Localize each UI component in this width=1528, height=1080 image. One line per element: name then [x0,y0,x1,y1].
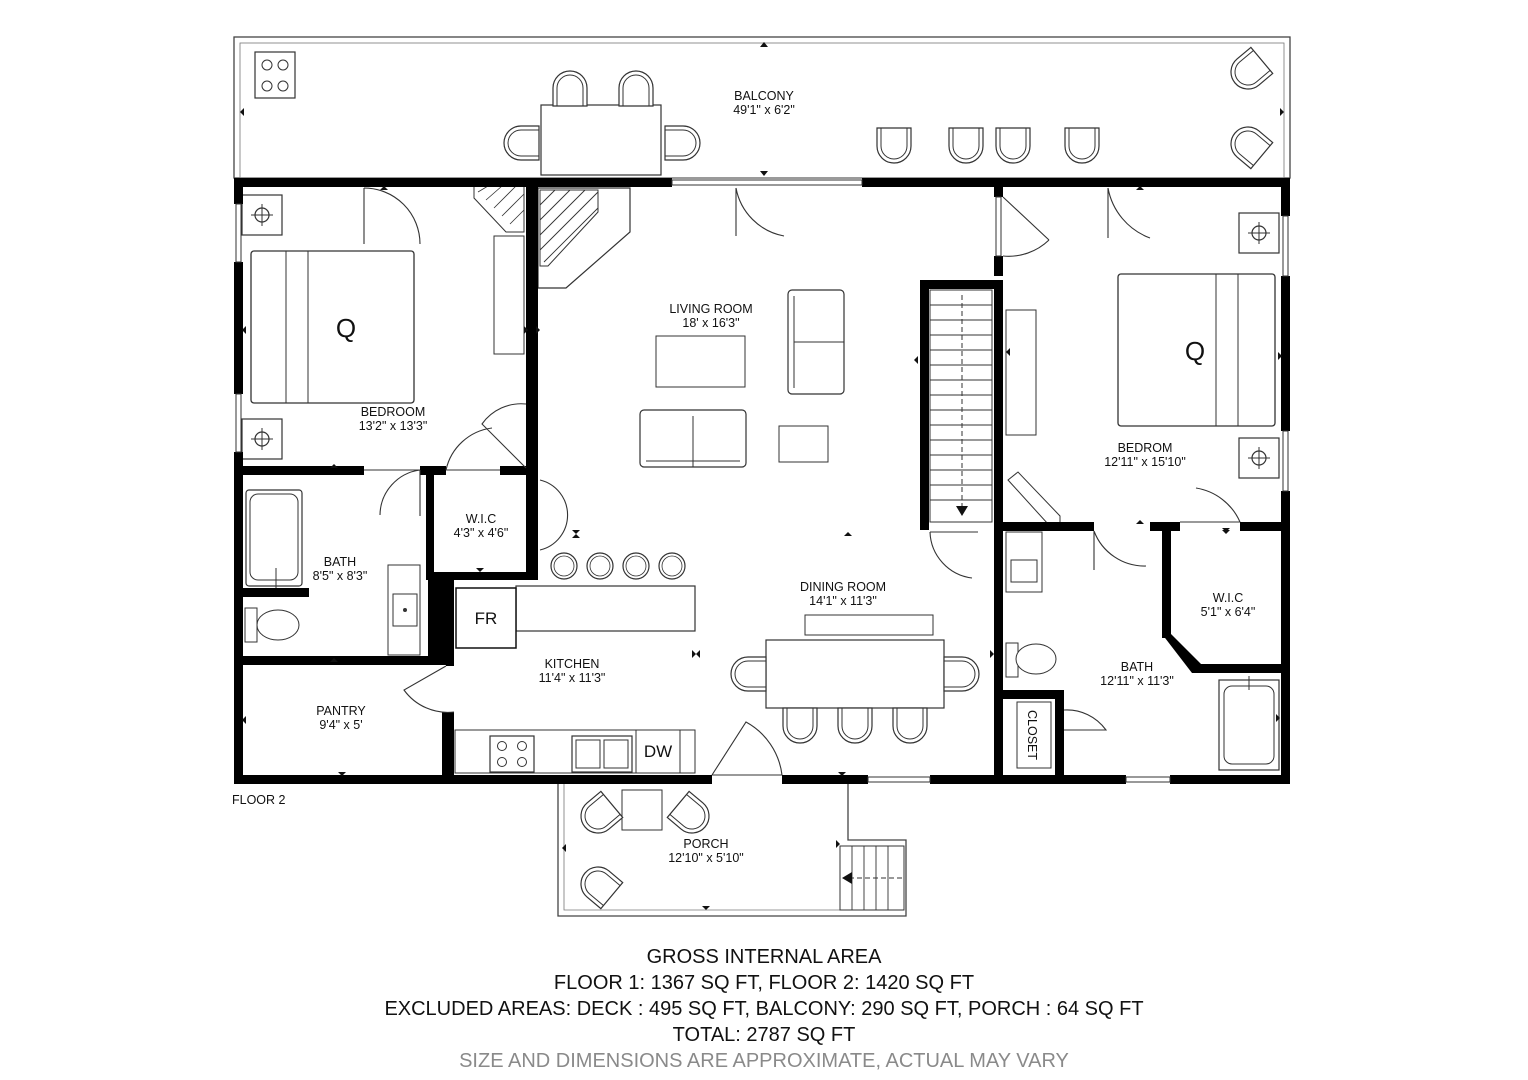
porch [557,784,907,917]
lounge-chair-icon [666,790,717,841]
doors [363,187,1241,776]
dresser-east [1005,309,1037,436]
fridge-label: FR [475,609,498,628]
chair-icon [503,125,540,161]
dining-table [765,639,945,709]
chair-icon [1064,127,1100,164]
lounge-chair-icon [573,790,624,841]
room-name-porch: PORCH [683,837,728,851]
windows [235,196,1289,783]
balcony: BALCONY 49'1" x 6'2" [233,36,1291,179]
porch-table [621,789,663,831]
stool-icon [550,552,578,580]
vanity-sink-icon [1005,531,1043,593]
room-name-wic-west: W.I.C [466,512,497,526]
summary-floors: FLOOR 1: 1367 SQ FT, FLOOR 2: 1420 SQ FT [553,972,975,994]
toilet-icon [1005,642,1057,678]
chair-icon [730,656,767,692]
nightstand-lamp-icon [1238,437,1280,479]
dimension-markers [240,42,1284,910]
room-name-dining: DINING ROOM [800,580,886,594]
summary-total: TOTAL: 2787 SQ FT [672,1024,856,1046]
walls [234,178,1290,784]
area-summary: GROSS INTERNAL AREA FLOOR 1: 1367 SQ FT,… [0,944,1528,1074]
room-size-wic-west: 4'3" x 4'6" [454,526,509,540]
toilet-icon [244,607,300,643]
closet-label: CLOSET [1025,710,1039,760]
kitchen-sink-icon [571,735,633,773]
loveseat-icon [639,409,747,468]
queen-bed-west [250,250,415,404]
summary-heading: GROSS INTERNAL AREA [646,946,882,968]
chair-icon [782,707,818,744]
side-table [778,425,829,463]
chair-icon [618,70,654,107]
room-size-bath-west: 8'5" x 8'3" [313,569,368,583]
stool-icon [586,552,614,580]
room-size-bedroom-east: 12'11" x 15'10" [1104,455,1186,469]
floor-label: FLOOR 2 [232,793,286,807]
room-labels: BEDROOM 13'2" x 13'3" LIVING ROOM 18' x … [232,302,1255,865]
nightstand-lamp-icon [241,418,283,460]
room-name-bath-west: BATH [324,555,356,569]
room-name-bedroom-east: BEDROM [1118,441,1173,455]
chair-icon [876,127,912,164]
room-size-wic-east: 5'1" x 6'4" [1201,605,1256,619]
room-size-pantry: 9'4" x 5' [319,718,362,732]
dresser-west [493,235,525,355]
bench-east [1007,471,1061,525]
floor-plan: BALCONY 49'1" x 6'2" Q [232,36,1291,917]
lounge-chair-icon [1223,46,1274,97]
queen-bed-east [1117,273,1276,427]
chair-icon [892,707,928,744]
chair-icon [943,656,980,692]
room-name-living: LIVING ROOM [669,302,752,316]
coffee-table [655,335,746,388]
bed-letter-east: Q [1185,336,1205,366]
stool-icon [658,552,686,580]
room-name-kitchen: KITCHEN [545,657,600,671]
bed-letter-west: Q [336,313,356,343]
furniture: Q FR [241,185,1280,774]
dishwasher-label: DW [644,742,672,761]
sofa-icon [787,289,845,395]
balcony-table [540,104,662,176]
room-size-bedroom-west: 13'2" x 13'3" [359,419,428,433]
chair-icon [995,127,1031,164]
cooktop-icon [489,735,535,773]
fridge [455,587,517,649]
chair-icon [664,125,701,161]
dishwasher [635,729,681,774]
room-name-balcony: BALCONY [734,89,794,103]
room-name-pantry: PANTRY [316,704,366,718]
room-name-bath-east: BATH [1121,660,1153,674]
lounge-chair-icon [573,859,624,910]
nightstand-lamp-icon [241,194,283,236]
grill-icon [254,51,296,99]
room-size-porch: 12'10" x 5'10" [668,851,744,865]
room-size-balcony: 49'1" x 6'2" [733,103,795,117]
chair-icon [948,127,984,164]
vanity-sink-icon [387,564,421,656]
sideboard [804,614,934,636]
chair-icon [837,707,873,744]
stool-icon [622,552,650,580]
room-size-dining: 14'1" x 11'3" [809,594,877,608]
room-name-wic-east: W.I.C [1213,591,1244,605]
staircase [929,289,993,523]
nightstand-lamp-icon [1238,212,1280,254]
kitchen-island [515,585,696,632]
chair-icon [552,70,588,107]
summary-excluded: EXCLUDED AREAS: DECK : 495 SQ FT, BALCON… [384,998,1144,1020]
room-name-bedroom-west: BEDROOM [361,405,426,419]
room-size-bath-east: 12'11" x 11'3" [1100,674,1174,688]
room-size-living: 18' x 16'3" [682,316,739,330]
tv-stand [473,185,525,233]
summary-disclaimer: SIZE AND DIMENSIONS ARE APPROXIMATE, ACT… [459,1050,1069,1072]
fireplace-icon [537,187,631,289]
bathtub-icon [1218,676,1280,771]
bathtub-icon [245,489,303,588]
room-size-kitchen: 11'4" x 11'3" [539,671,606,685]
lounge-chair-icon [1223,119,1274,170]
